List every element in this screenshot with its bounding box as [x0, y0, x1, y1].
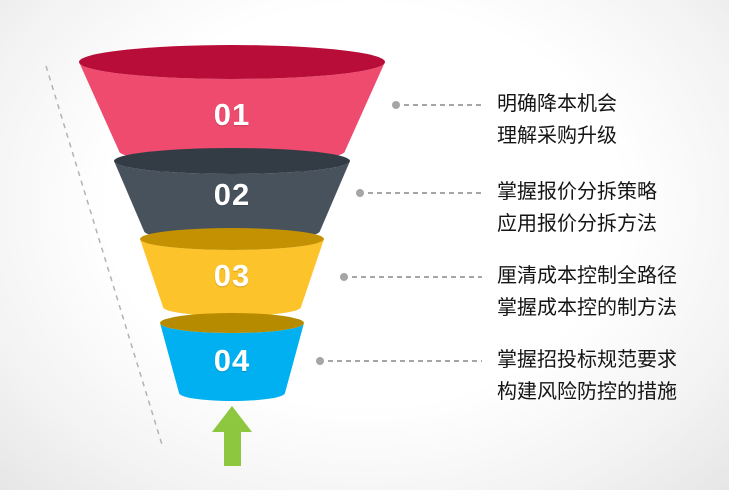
step-4-line-1: 掌握招投标规范要求 [497, 349, 677, 371]
funnel-segment-2-body [114, 161, 350, 241]
step-2-line-2: 应用报价分拆方法 [497, 213, 657, 235]
connector-2-dot [356, 189, 364, 197]
funnel-step-2-number: 02 [213, 177, 251, 212]
funnel-segment-4-body [160, 323, 304, 401]
connector-4-dot [316, 357, 324, 365]
connector-1-dot [392, 101, 400, 109]
up-arrow-icon [212, 406, 252, 432]
step-2-description: 掌握报价分拆策略 应用报价分拆方法 [497, 176, 657, 240]
funnel-step-3-number: 03 [213, 258, 251, 293]
diagonal-guide-line [45, 65, 164, 449]
step-4-description: 掌握招投标规范要求 构建风险防控的措施 [497, 344, 677, 408]
funnel-step-1-number: 01 [213, 97, 251, 132]
funnel-segment-4-top [160, 313, 304, 333]
funnel-step-4-number: 04 [213, 343, 251, 378]
funnel-segment-1-body [79, 62, 385, 164]
up-arrow-shaft [224, 430, 241, 466]
funnel-segment-2-top [114, 148, 350, 174]
funnel-segment-3-body [140, 239, 324, 316]
step-1-line-2: 理解采购升级 [497, 125, 617, 147]
step-3-description: 厘清成本控制全路径 掌握成本控的制方法 [497, 260, 677, 324]
connector-3-dot [340, 273, 348, 281]
step-4-line-2: 构建风险防控的措施 [497, 381, 677, 403]
step-3-line-2: 掌握成本控的制方法 [497, 297, 677, 319]
funnel-segment-3-top [140, 228, 324, 250]
step-3-line-1: 厘清成本控制全路径 [497, 265, 677, 287]
step-1-description: 明确降本机会 理解采购升级 [497, 88, 617, 152]
step-1-line-1: 明确降本机会 [497, 93, 617, 115]
step-2-line-1: 掌握报价分拆策略 [497, 181, 657, 203]
funnel-segment-1-top [79, 45, 385, 79]
